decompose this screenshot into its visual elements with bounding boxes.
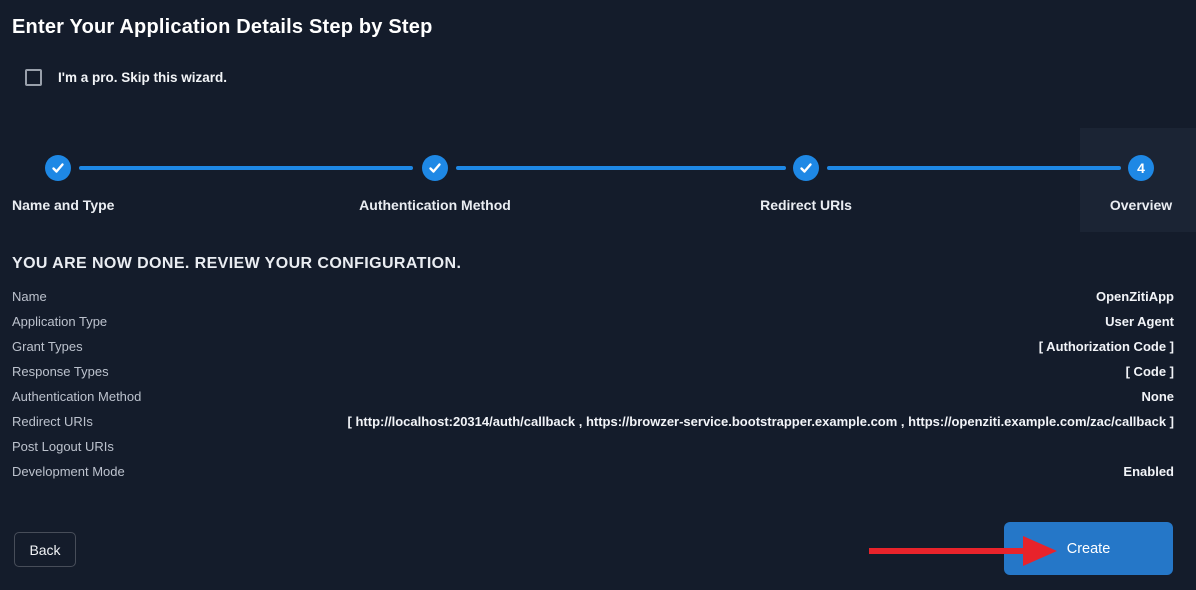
review-value: User Agent — [1105, 314, 1174, 329]
review-row-name: Name OpenZitiApp — [12, 289, 1174, 314]
review-row-redirect-uris: Redirect URIs [ http://localhost:20314/a… — [12, 414, 1174, 439]
review-value: OpenZitiApp — [1096, 289, 1174, 304]
review-value: None — [1141, 389, 1175, 404]
create-button[interactable]: Create — [1004, 522, 1173, 575]
review-label: Development Mode — [12, 464, 125, 479]
step-4-label: Overview — [1109, 197, 1173, 213]
review-label: Application Type — [12, 314, 108, 329]
page-title: Enter Your Application Details Step by S… — [12, 16, 433, 38]
review-label: Grant Types — [12, 339, 83, 354]
review-heading: YOU ARE NOW DONE. REVIEW YOUR CONFIGURAT… — [12, 255, 462, 272]
review-row-development-mode: Development Mode Enabled — [12, 464, 1174, 489]
step-connector-3 — [827, 166, 1121, 170]
review-row-grant-types: Grant Types [ Authorization Code ] — [12, 339, 1174, 364]
skip-wizard-row: I'm a pro. Skip this wizard. — [25, 69, 227, 86]
review-list: Name OpenZitiApp Application Type User A… — [12, 289, 1174, 489]
skip-wizard-checkbox[interactable] — [25, 69, 42, 86]
step-4-number: 4 — [1137, 160, 1145, 176]
review-label: Response Types — [12, 364, 109, 379]
check-icon — [428, 161, 442, 175]
skip-wizard-label[interactable]: I'm a pro. Skip this wizard. — [58, 70, 227, 85]
check-icon — [51, 161, 65, 175]
check-icon — [799, 161, 813, 175]
step-2-label: Authentication Method — [359, 197, 511, 213]
review-value: [ Authorization Code ] — [1038, 339, 1174, 354]
step-4-indicator[interactable]: 4 — [1128, 155, 1154, 181]
step-connector-2 — [456, 166, 786, 170]
step-2-indicator[interactable] — [422, 155, 448, 181]
step-3-indicator[interactable] — [793, 155, 819, 181]
review-value: Enabled — [1123, 464, 1174, 479]
step-3-label: Redirect URIs — [760, 197, 852, 213]
step-1-indicator[interactable] — [45, 155, 71, 181]
review-value: [ Code ] — [1125, 364, 1174, 379]
step-connector-1 — [79, 166, 413, 170]
review-label: Redirect URIs — [12, 414, 93, 429]
step-1-label: Name and Type — [12, 197, 115, 213]
review-row-post-logout-uris: Post Logout URIs — [12, 439, 1174, 464]
review-label: Post Logout URIs — [12, 439, 114, 454]
back-button[interactable]: Back — [14, 532, 76, 567]
review-row-authentication-method: Authentication Method None — [12, 389, 1174, 414]
review-row-application-type: Application Type User Agent — [12, 314, 1174, 339]
review-value: [ http://localhost:20314/auth/callback ,… — [347, 414, 1174, 429]
review-label: Authentication Method — [12, 389, 142, 404]
review-label: Name — [12, 289, 47, 304]
review-row-response-types: Response Types [ Code ] — [12, 364, 1174, 389]
